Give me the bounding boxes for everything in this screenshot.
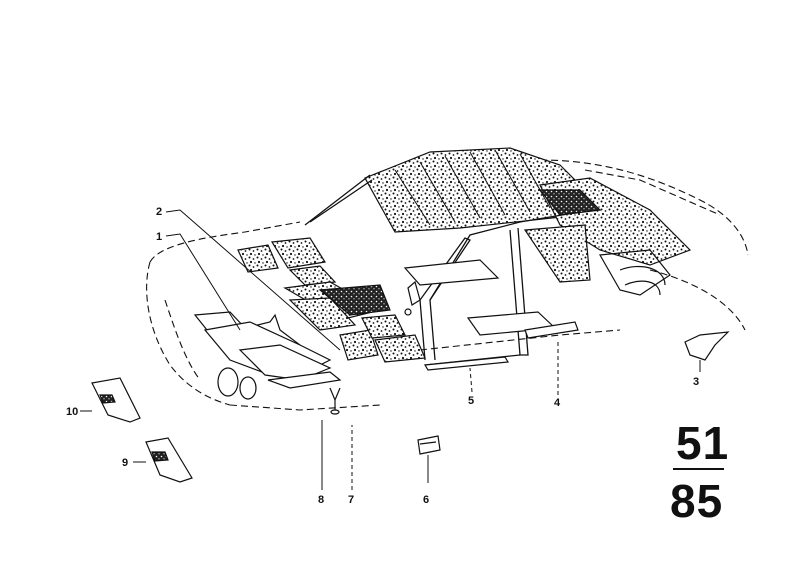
callout-3: 3 [693, 376, 699, 388]
callout-1: 1 [156, 231, 162, 243]
callout-4: 4 [554, 397, 561, 409]
part-9-10-pads [91, 377, 193, 483]
callout-6: 6 [423, 494, 429, 506]
part-3-bracket [684, 331, 730, 361]
door-pillars [419, 227, 529, 366]
callout-labels: 1 2 3 4 5 6 7 8 9 10 [66, 206, 699, 506]
callout-9: 9 [122, 457, 128, 469]
group-number-top: 51 [676, 417, 730, 469]
callout-10: 10 [66, 406, 78, 418]
car-body-outline [146, 159, 749, 411]
callout-8: 8 [318, 494, 324, 506]
callout-5: 5 [468, 395, 474, 407]
group-number-bottom: 85 [670, 475, 724, 527]
rear-quarter-panel [523, 224, 671, 296]
roof-insulation [364, 147, 692, 266]
firewall-insulation [237, 237, 426, 363]
group-divider [673, 468, 724, 470]
part-6-clip [417, 435, 441, 455]
callout-2: 2 [156, 206, 162, 218]
headlights [217, 367, 257, 400]
clip [404, 280, 421, 316]
part-1-2-shields [193, 311, 342, 389]
part-7-8-fasteners [329, 387, 341, 415]
floor-panels [403, 259, 579, 371]
leader-lines [80, 209, 701, 490]
callout-7: 7 [348, 494, 354, 506]
